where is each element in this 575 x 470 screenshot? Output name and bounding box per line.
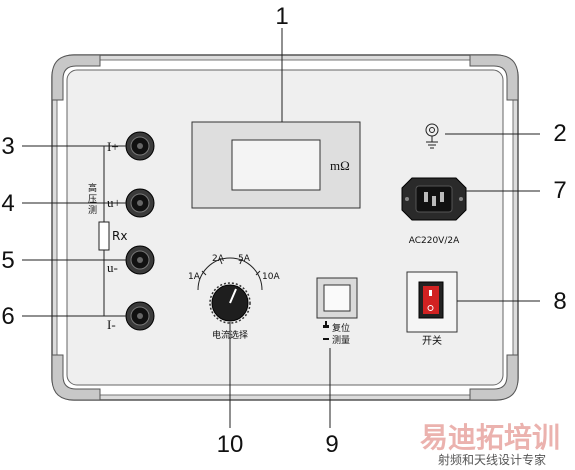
knob-tick: [239, 258, 243, 265]
callout-leaders: [22, 28, 540, 428]
callout-6: 6: [1, 303, 14, 330]
measure-label: 测量: [332, 335, 350, 346]
callout-9: 9: [325, 431, 338, 458]
terminal-label-i-minus: I-: [107, 317, 116, 332]
power-socket-label: AC220V/2A: [409, 236, 460, 246]
button-raised-icon: [323, 321, 329, 328]
callout-10: 10: [217, 431, 244, 458]
power-socket[interactable]: [401, 177, 467, 221]
knob-position-label: 5A: [238, 254, 251, 264]
high-voltage-label-2: 压: [88, 194, 97, 205]
knob-tick: [219, 258, 223, 265]
terminal-u-plus[interactable]: [125, 188, 155, 218]
power-switch[interactable]: [418, 281, 444, 319]
corner-bumper-bottom-right: [469, 354, 519, 401]
terminal-i-plus[interactable]: [125, 131, 155, 161]
front-panel: [66, 69, 504, 386]
terminal-u-minus[interactable]: [125, 245, 155, 275]
knob-position-label: 10A: [262, 272, 280, 282]
knob-tick: [201, 270, 207, 276]
power-switch-label: 开关: [422, 334, 442, 347]
knob-tick: [255, 270, 261, 276]
callout-2: 2: [553, 120, 566, 147]
reset-measure-button[interactable]: [323, 284, 351, 312]
button-pressed-icon: [323, 338, 329, 340]
resistor-rx-symbol: [98, 221, 110, 251]
ground-terminal-icon: [425, 123, 439, 149]
corner-bumper-bottom-left: [51, 354, 101, 401]
current-selector-knob[interactable]: [209, 282, 251, 324]
terminal-label-u-plus: u+: [107, 195, 121, 210]
callout-7: 7: [553, 177, 566, 204]
knob-position-label: 2A: [212, 254, 225, 264]
reset-label: 复位: [332, 322, 350, 334]
rx-wiring: [103, 146, 126, 316]
corner-bumper-top-right: [469, 54, 519, 101]
display-screen: [231, 139, 321, 191]
terminal-label-u-minus: u-: [107, 260, 118, 275]
high-voltage-label-1: 高: [88, 182, 97, 194]
watermark-subtitle: 射频和天线设计专家: [438, 452, 546, 467]
high-voltage-label-3: 测: [88, 205, 97, 216]
corner-bumper-top-left: [51, 54, 101, 101]
watermark-title: 易迪拓培训: [420, 421, 560, 454]
callout-1: 1: [275, 3, 288, 30]
callout-8: 8: [553, 288, 566, 315]
knob-position-label: 1A: [188, 272, 201, 282]
display-unit: mΩ: [330, 158, 350, 173]
resistor-label: Rx: [112, 229, 127, 243]
callout-4: 4: [1, 190, 14, 217]
callout-3: 3: [1, 133, 14, 160]
callout-5: 5: [1, 247, 14, 274]
terminal-i-minus[interactable]: [125, 301, 155, 331]
knob-scale-arc: [197, 257, 263, 291]
